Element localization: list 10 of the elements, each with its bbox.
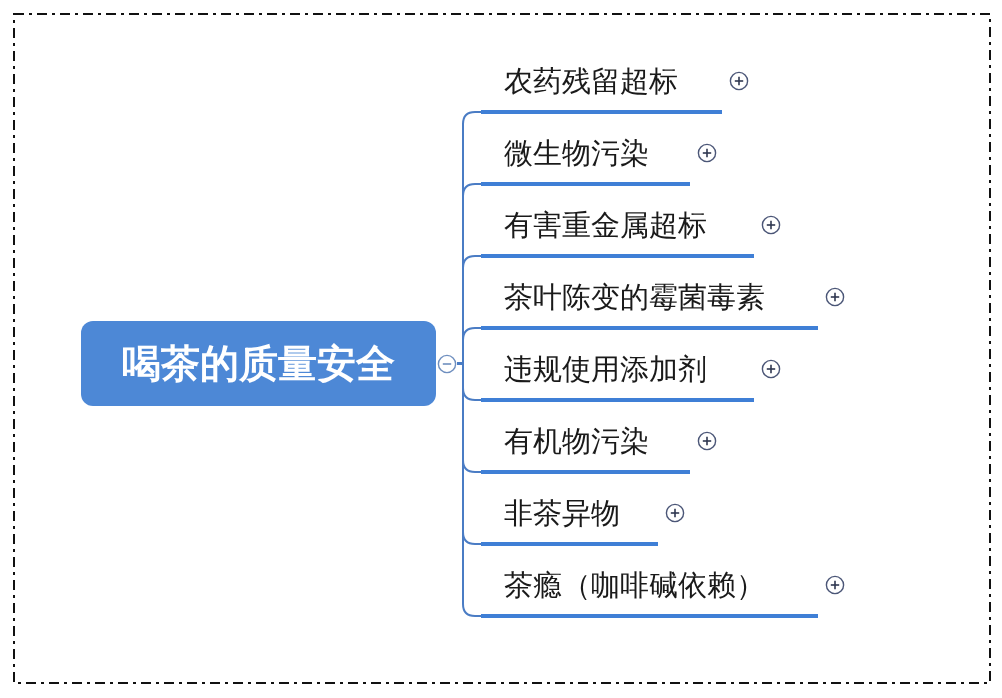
branch-topic: 有机物污染 [481,416,690,474]
branch-topic: 茶瘾（咖啡碱依赖） [481,560,818,618]
branch-topic: 微生物污染 [481,128,690,186]
branch-topic: 有害重金属超标 [481,200,754,258]
branch-topic: 非茶异物 [481,488,658,546]
branch-topic: 农药残留超标 [481,56,722,114]
branch-topic: 茶叶陈变的霉菌毒素 [481,272,818,330]
central-topic: 喝茶的质量安全 [81,321,436,406]
branch-connector [456,362,482,617]
branch-topic: 违规使用添加剂 [481,344,754,402]
